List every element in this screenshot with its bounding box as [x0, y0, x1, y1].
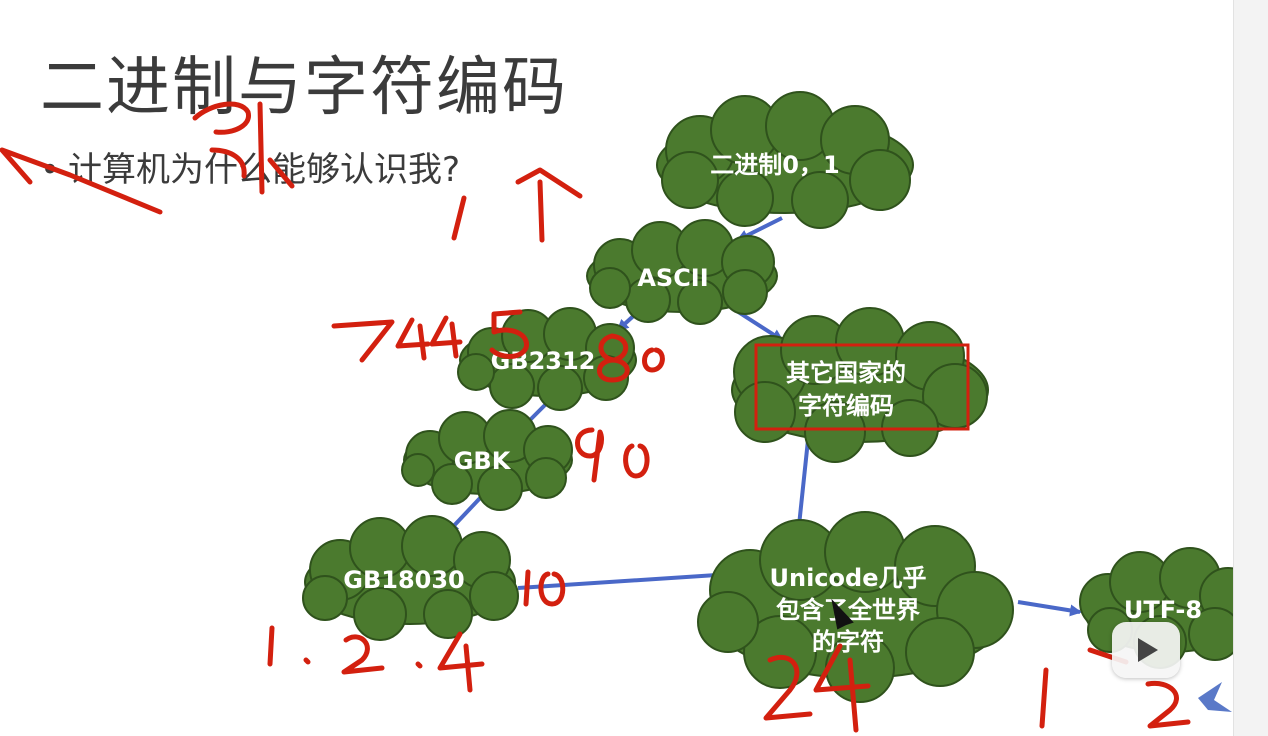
- node-utf8-label: UTF-8: [1124, 596, 1202, 624]
- node-binary: [656, 91, 914, 229]
- slide: 二进制与字符编码 •计算机为什么能够认识我?: [0, 51, 1233, 733]
- ink-scribble-top: [192, 101, 295, 195]
- node-gb2312: [457, 307, 637, 411]
- node-ascii: [586, 219, 778, 325]
- ink-ge: [515, 167, 583, 243]
- node-others: [731, 307, 989, 463]
- handwriting-layer: [0, 101, 1191, 733]
- node-gb18030: [302, 515, 519, 641]
- ink-80: [597, 333, 665, 383]
- play-button[interactable]: [1112, 622, 1180, 678]
- node-unicode-label-line3: 的字符: [812, 628, 884, 656]
- ink-arrow-left: [0, 147, 163, 215]
- node-gbk: [401, 409, 573, 511]
- node-binary-label: 二进制0，1: [710, 151, 839, 179]
- ink-7445: [331, 309, 529, 363]
- ink-one-a: [451, 195, 467, 241]
- node-ascii-label: ASCII: [637, 264, 708, 292]
- cursor-icon: [831, 598, 854, 630]
- ink-90: [575, 427, 650, 483]
- encoding-diagram: 二进制0，1 ASCII GB2312 其它国家的 字符编码 GBK GB180…: [0, 91, 1233, 733]
- play-icon: [1138, 638, 1158, 662]
- highlight-box: [754, 343, 970, 431]
- right-gutter: [1233, 0, 1268, 736]
- node-others-label-line2: 字符编码: [798, 392, 894, 420]
- node-gbk-label: GBK: [454, 447, 512, 475]
- node-unicode: [697, 511, 1014, 703]
- decorative-bird-icon: [1198, 682, 1232, 712]
- ink-124: [267, 625, 485, 693]
- node-unicode-label-line1: Unicode几乎: [770, 564, 927, 592]
- edge-gb18030-unicode: [517, 568, 734, 590]
- ink-one-b: [1039, 667, 1049, 729]
- node-gb18030-label: GB18030: [343, 566, 465, 594]
- slide-title: 二进制与字符编码: [40, 51, 568, 125]
- node-gb2312-label: GB2312: [491, 347, 596, 375]
- ink-10: [523, 569, 566, 607]
- node-others-label-line1: 其它国家的: [786, 359, 906, 387]
- ink-24: [763, 643, 871, 733]
- edge-unicode-utf8: [1017, 600, 1082, 617]
